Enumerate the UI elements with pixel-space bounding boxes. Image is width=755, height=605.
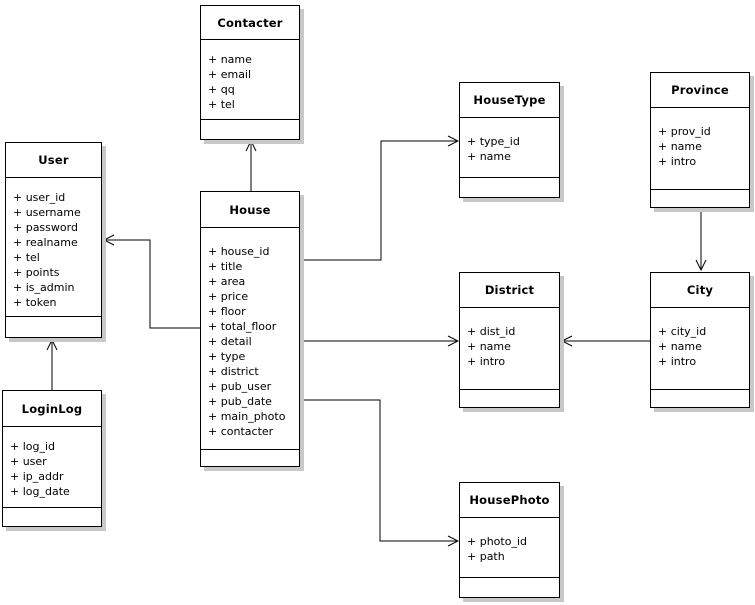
class-attribute: + prov_id (658, 125, 711, 138)
class-attribute: + district (208, 365, 259, 378)
class-attribute: + name (658, 140, 702, 153)
class-attributes: + type_id + name (460, 118, 559, 178)
class-attribute: + name (467, 340, 511, 353)
class-attribute: + detail (208, 335, 252, 348)
class-attribute: + is_admin (13, 281, 75, 294)
class-title: User (6, 143, 101, 178)
class-title: Province (651, 73, 749, 108)
class-attributes: + name + email + qq + tel (201, 40, 299, 120)
class-province[interactable]: Province + prov_id + name + intro (650, 72, 750, 208)
class-methods (460, 178, 559, 197)
class-attributes: + log_id + user + ip_addr + log_date (3, 427, 101, 508)
class-attribute: + main_photo (208, 410, 286, 423)
class-loginlog[interactable]: LoginLog + log_id + user + ip_addr + log_da… (2, 390, 102, 527)
class-district[interactable]: District + dist_id + name + intro (459, 272, 560, 408)
class-attribute: + city_id (658, 325, 707, 338)
class-methods (6, 317, 101, 337)
class-attribute: + ip_addr (10, 470, 64, 483)
class-methods (3, 508, 101, 526)
class-title: HouseType (460, 83, 559, 118)
class-title: Contacter (201, 6, 299, 40)
class-methods (201, 120, 299, 139)
class-attribute: + area (208, 275, 246, 288)
class-attribute: + name (658, 340, 702, 353)
class-attribute: + user_id (13, 191, 66, 204)
class-attributes: + photo_id + path (460, 518, 559, 578)
class-methods (460, 578, 559, 597)
class-attribute: + username (13, 206, 81, 219)
class-attribute: + tel (13, 251, 40, 264)
class-title: HousePhoto (460, 483, 559, 518)
class-title: LoginLog (3, 391, 101, 427)
class-methods (651, 190, 749, 207)
class-attribute: + type (208, 350, 246, 363)
class-attribute: + contacter (208, 425, 274, 438)
class-attributes: + prov_id + name + intro (651, 108, 749, 190)
class-attributes: + house_id + title + area + price + floor + t… (201, 228, 299, 450)
class-attribute: + log_date (10, 485, 70, 498)
class-attributes: + user_id + username + password + realname +… (6, 178, 101, 317)
class-attribute: + pub_date (208, 395, 272, 408)
class-methods (460, 390, 559, 407)
class-attribute: + user (10, 455, 47, 468)
class-attribute: + intro (467, 355, 506, 368)
class-attribute: + tel (208, 98, 235, 111)
class-attribute: + email (208, 68, 252, 81)
class-attribute: + title (208, 260, 243, 273)
class-methods (651, 390, 749, 407)
class-house[interactable]: House + house_id + title + area + price + fl… (200, 191, 300, 467)
class-attribute: + points (13, 266, 60, 279)
class-attribute: + intro (658, 355, 697, 368)
class-attribute: + realname (13, 236, 78, 249)
class-title: City (651, 273, 749, 308)
class-attribute: + token (13, 296, 57, 309)
class-attribute: + photo_id (467, 535, 527, 548)
class-title: House (201, 192, 299, 228)
class-attribute: + name (208, 53, 252, 66)
class-attribute: + price (208, 290, 249, 303)
relationship-house-to-housetype (300, 141, 458, 261)
class-methods (201, 450, 299, 466)
class-attribute: + path (467, 550, 505, 563)
class-attribute: + password (13, 221, 78, 234)
class-attribute: + total_floor (208, 320, 277, 333)
class-attribute: + log_id (10, 440, 56, 453)
class-housephoto[interactable]: HousePhoto + photo_id + path (459, 482, 560, 598)
class-city[interactable]: City + city_id + name + intro (650, 272, 750, 408)
class-attribute: + dist_id (467, 325, 516, 338)
class-attributes: + dist_id + name + intro (460, 308, 559, 390)
class-contacter[interactable]: Contacter + name + email + qq + tel (200, 5, 300, 140)
class-user[interactable]: User + user_id + username + password + real… (5, 142, 102, 338)
class-title: District (460, 273, 559, 308)
class-attribute: + floor (208, 305, 246, 318)
class-attribute: + type_id (467, 135, 520, 148)
class-attribute: + house_id (208, 245, 270, 258)
relationship-house-to-housephoto (300, 399, 458, 541)
class-attribute: + name (467, 150, 511, 163)
class-attributes: + city_id + name + intro (651, 308, 749, 390)
class-attribute: + pub_user (208, 380, 272, 393)
class-housetype[interactable]: HouseType + type_id + name (459, 82, 560, 198)
relationship-house-to-user (104, 240, 200, 329)
class-attribute: + qq (208, 83, 235, 96)
class-attribute: + intro (658, 155, 697, 168)
